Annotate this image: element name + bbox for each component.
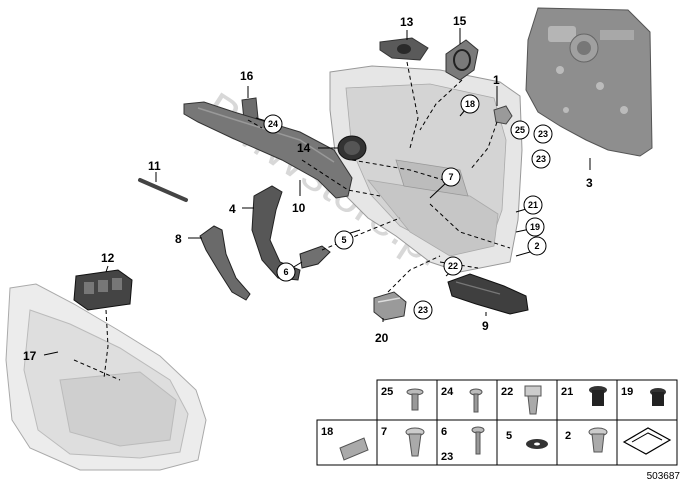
- speaker-grille: [337, 135, 367, 161]
- svg-text:23: 23: [418, 305, 428, 315]
- callout-23-mid: 23: [531, 149, 551, 169]
- svg-text:18: 18: [321, 426, 333, 438]
- expanding-clip-icon: [405, 427, 425, 457]
- rubber-plug-icon: [589, 386, 607, 406]
- svg-text:25: 25: [515, 125, 525, 135]
- callout-22: 22: [443, 256, 463, 276]
- callout-15: 15: [453, 14, 467, 28]
- svg-text:23: 23: [441, 451, 453, 463]
- plastic-clip-icon: [524, 385, 542, 415]
- callout-4: 4: [229, 202, 236, 216]
- svg-text:6: 6: [283, 267, 288, 277]
- callout-14: 14: [297, 141, 311, 155]
- fastener-cell-5: 5: [496, 419, 558, 466]
- callout-1: 1: [493, 73, 500, 87]
- callout-10: 10: [292, 201, 306, 215]
- fastener-table: 25 24 22 21: [316, 379, 678, 466]
- switch-cover: [373, 291, 407, 321]
- callout-25: 25: [510, 120, 530, 140]
- arrow-symbol-icon: [622, 427, 672, 455]
- callout-5: 5: [334, 230, 354, 250]
- washer-icon: [526, 439, 548, 449]
- svg-text:19: 19: [621, 386, 633, 398]
- door-trim-panel: [329, 65, 523, 273]
- svg-text:22: 22: [448, 261, 458, 271]
- tweeter-holder: [445, 39, 479, 81]
- svg-text:21: 21: [528, 200, 538, 210]
- svg-text:2: 2: [534, 241, 539, 251]
- sound-insulation-panel: [525, 7, 653, 157]
- svg-text:5: 5: [341, 235, 346, 245]
- svg-text:21: 21: [561, 386, 573, 398]
- fastener-cell-7: 7: [376, 419, 438, 466]
- callout-labels: 1 3 4 8 9 10 11 12 13 14 15 16 17 20 2 5…: [23, 14, 593, 363]
- callout-19: 19: [525, 217, 545, 237]
- rubber-grommet-icon: [650, 388, 666, 406]
- fastener-cell-19: 19: [616, 379, 678, 421]
- callout-6: 6: [276, 262, 296, 282]
- screw-washer-icon: [406, 388, 424, 411]
- svg-text:5: 5: [506, 430, 512, 442]
- svg-text:24: 24: [441, 386, 454, 398]
- fastener-cell-arrow: [616, 419, 678, 466]
- svg-text:19: 19: [530, 222, 540, 232]
- tweeter-cover: [379, 37, 429, 61]
- window-switch-block: [73, 269, 133, 311]
- fastener-cell-24: 24: [436, 379, 498, 421]
- svg-text:23: 23: [536, 154, 546, 164]
- fastener-cell-22: 22: [496, 379, 558, 421]
- callout-3: 3: [586, 176, 593, 190]
- push-clip-icon: [588, 427, 608, 453]
- door-inner-view: [5, 283, 207, 471]
- callout-7: 7: [441, 167, 461, 187]
- svg-text:25: 25: [381, 386, 393, 398]
- trim-piece-small: [241, 97, 259, 121]
- svg-text:7: 7: [448, 172, 453, 182]
- trim-clip-icon: [339, 437, 369, 461]
- svg-text:24: 24: [268, 119, 278, 129]
- screw-icon: [469, 388, 483, 413]
- fastener-cell-18: 18: [316, 419, 378, 466]
- callout-23-bottom: 23: [413, 300, 433, 320]
- small-clip: [493, 105, 513, 125]
- fastener-cell-25: 25: [376, 379, 438, 421]
- image-number: 503687: [646, 471, 680, 482]
- fastener-cell-6-23: 6 23: [436, 419, 498, 466]
- torx-screw-icon: [471, 426, 485, 455]
- fastener-cell-2: 2: [556, 419, 618, 466]
- callout-21: 21: [523, 195, 543, 215]
- callout-2: 2: [527, 236, 547, 256]
- svg-text:2: 2: [565, 430, 571, 442]
- door-pull-handle: [199, 225, 251, 301]
- callout-24: 24: [263, 114, 283, 134]
- svg-text:7: 7: [381, 426, 387, 438]
- svg-text:23: 23: [538, 129, 548, 139]
- fastener-cell-21: 21: [556, 379, 618, 421]
- callout-17: 17: [23, 349, 37, 363]
- thin-trim-strip: [138, 178, 188, 202]
- svg-text:18: 18: [465, 99, 475, 109]
- svg-text:22: 22: [501, 386, 513, 398]
- callout-11: 11: [148, 159, 161, 173]
- dashed-assembly-lines: [73, 61, 511, 381]
- callout-16: 16: [240, 69, 254, 83]
- callout-13: 13: [400, 15, 414, 29]
- armrest-pad: [447, 273, 529, 315]
- callout-8: 8: [175, 232, 182, 246]
- callout-12: 12: [101, 251, 115, 265]
- bracket: [299, 245, 331, 269]
- svg-text:6: 6: [441, 426, 447, 438]
- callout-23-top: 23: [533, 124, 553, 144]
- callout-9: 9: [482, 319, 489, 333]
- callout-18: 18: [460, 94, 480, 114]
- callout-20: 20: [375, 331, 389, 345]
